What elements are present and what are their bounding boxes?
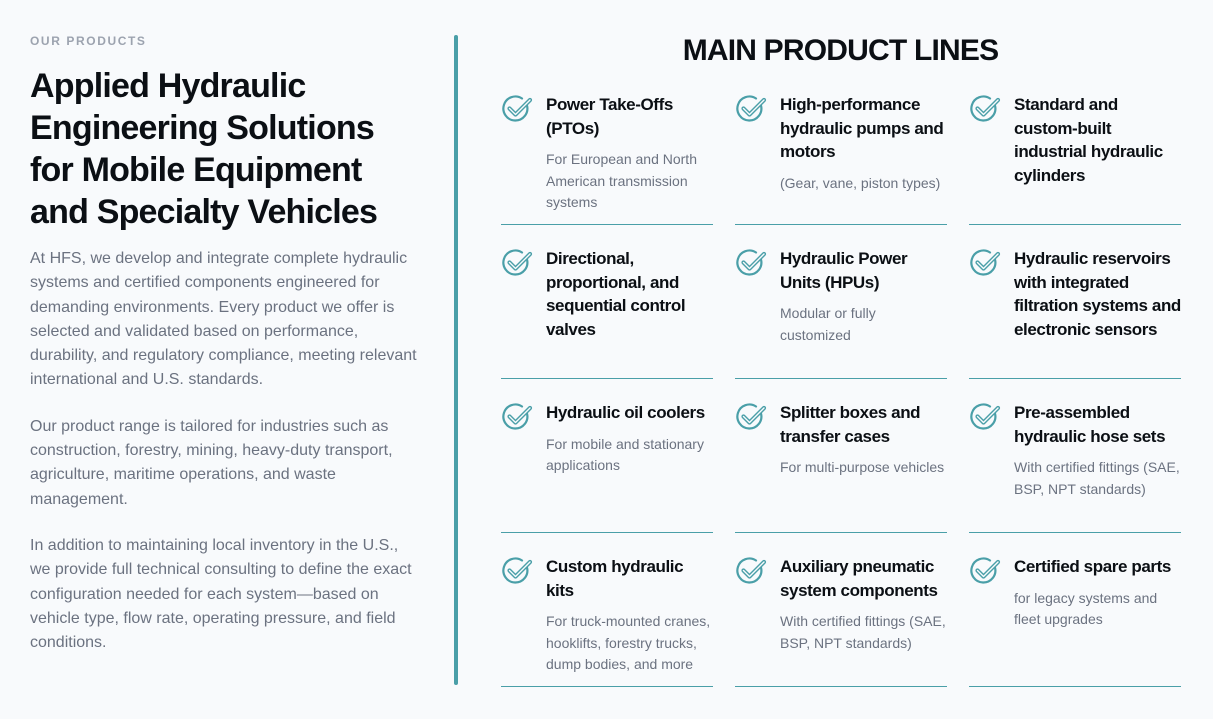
product-title: Directional, proportional, and sequentia… bbox=[546, 249, 686, 339]
divider-bar bbox=[454, 35, 458, 685]
product-lines-title: MAIN PRODUCT LINES bbox=[682, 34, 999, 67]
product-title: Certified spare parts bbox=[1014, 557, 1171, 576]
check-circle-icon bbox=[969, 247, 1001, 279]
product-item: High-performance hydraulic pumps and mot… bbox=[735, 71, 947, 225]
product-item: Power Take-Offs (PTOs) For European and N… bbox=[501, 71, 713, 225]
intro-paragraph: At HFS, we develop and integrate complet… bbox=[30, 250, 417, 389]
check-circle-icon bbox=[501, 555, 533, 587]
product-item: Certified spare parts for legacy systems … bbox=[969, 533, 1181, 687]
product-item: Hydraulic Power Units (HPUs) Modular or f… bbox=[735, 225, 947, 379]
product-item: Standard and custom-built industrial hyd… bbox=[969, 71, 1181, 225]
consulting-paragraph: In addition to maintaining local invento… bbox=[30, 536, 412, 652]
product-description: (Gear, vane, piston types) bbox=[780, 174, 941, 191]
product-title: Pre-assembled hydraulic hose sets bbox=[1014, 403, 1166, 446]
product-title: Standard and custom-built industrial hyd… bbox=[1014, 95, 1163, 185]
product-description: For truck-mounted cranes, hooklifts, for… bbox=[546, 613, 711, 672]
check-circle-icon bbox=[969, 555, 1001, 587]
check-circle-icon bbox=[735, 93, 767, 125]
product-title: Custom hydraulic kits bbox=[546, 557, 684, 600]
check-circle-icon bbox=[969, 401, 1001, 433]
check-circle-icon bbox=[969, 93, 1001, 125]
eyebrow-label: OUR PRODUCTS bbox=[30, 34, 147, 48]
industries-paragraph: Our product range is tailored for indust… bbox=[30, 417, 393, 508]
product-description: With certified fittings (SAE, BSP, NPT s… bbox=[1014, 459, 1180, 497]
page-heading: Applied Hydraulic Engineering Solutions … bbox=[30, 67, 378, 231]
check-circle-icon bbox=[501, 247, 533, 279]
product-description: With certified fittings (SAE, BSP, NPT s… bbox=[780, 613, 946, 651]
product-title: Splitter boxes and transfer cases bbox=[780, 403, 921, 446]
product-description: Modular or fully customized bbox=[780, 305, 876, 343]
check-circle-icon bbox=[501, 401, 533, 433]
check-circle-icon bbox=[735, 401, 767, 433]
intro-section: OUR PRODUCTS Applied Hydraulic Engineeri… bbox=[30, 34, 420, 655]
product-title: Auxiliary pneumatic system components bbox=[780, 557, 938, 600]
product-description: For mobile and stationary applications bbox=[546, 435, 704, 474]
product-text: Directional, proportional, and sequentia… bbox=[546, 247, 713, 378]
product-grid: Power Take-Offs (PTOs) For European and N… bbox=[501, 71, 1181, 687]
product-title: High-performance hydraulic pumps and mot… bbox=[780, 95, 944, 161]
product-text: High-performance hydraulic pumps and mot… bbox=[780, 93, 947, 224]
product-text: Power Take-Offs (PTOs) For European and N… bbox=[546, 93, 713, 224]
product-title: Hydraulic oil coolers bbox=[546, 403, 705, 422]
product-text: Hydraulic Power Units (HPUs) Modular or f… bbox=[780, 247, 947, 378]
product-text: Standard and custom-built industrial hyd… bbox=[1014, 93, 1181, 224]
product-description: for legacy systems and fleet upgrades bbox=[1014, 589, 1158, 628]
check-circle-icon bbox=[501, 93, 533, 125]
product-item: Hydraulic reservoirs with integrated fil… bbox=[969, 225, 1181, 379]
product-item: Directional, proportional, and sequentia… bbox=[501, 225, 713, 379]
product-text: Certified spare parts for legacy systems … bbox=[1014, 555, 1181, 686]
check-circle-icon bbox=[735, 247, 767, 279]
product-title: Power Take-Offs (PTOs) bbox=[546, 95, 673, 138]
product-title: Hydraulic reservoirs with integrated fil… bbox=[1014, 249, 1181, 339]
product-text: Hydraulic reservoirs with integrated fil… bbox=[1014, 247, 1181, 378]
product-description: For multi-purpose vehicles bbox=[780, 459, 945, 475]
check-circle-icon bbox=[735, 555, 767, 587]
product-title: Hydraulic Power Units (HPUs) bbox=[780, 249, 908, 292]
product-description: For European and North American transmis… bbox=[546, 151, 697, 210]
